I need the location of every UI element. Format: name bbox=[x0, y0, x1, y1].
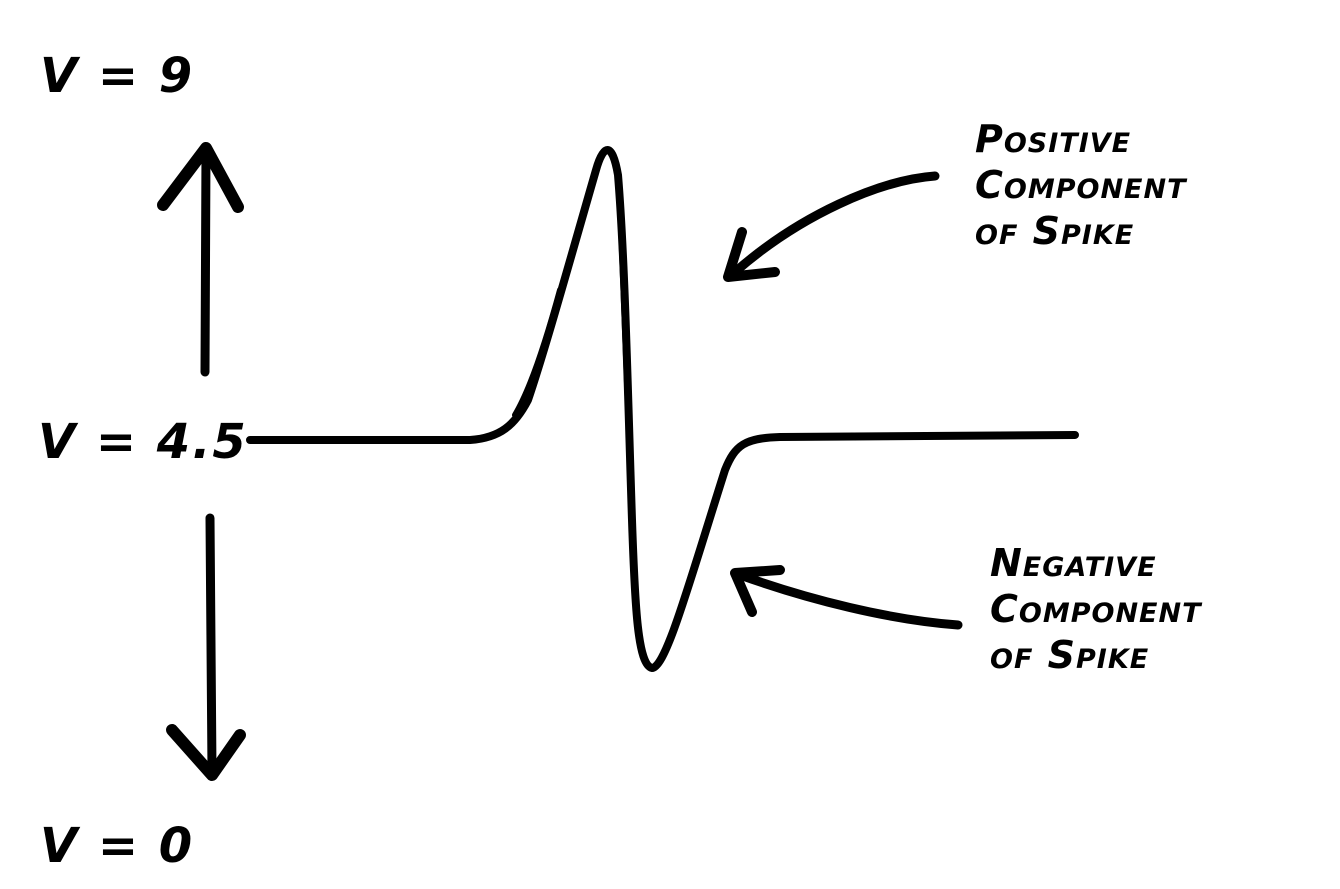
annotation-positive-line-2: Component bbox=[975, 163, 1187, 207]
spike-waveform bbox=[246, 146, 1079, 672]
spike-waveform-emphasis bbox=[512, 197, 636, 543]
label-v-baseline: V = 4.5 bbox=[38, 414, 248, 470]
annotation-negative-line-3: of Spike bbox=[990, 633, 1150, 677]
negative-pointer-arrow-icon bbox=[730, 565, 963, 630]
label-v-min: V = 0 bbox=[40, 818, 195, 874]
label-v-max: V = 9 bbox=[40, 48, 195, 104]
annotation-negative-line-2: Component bbox=[990, 587, 1202, 631]
annotation-negative-line-1: Negative bbox=[990, 541, 1157, 585]
annotation-positive-line-3: of Spike bbox=[975, 209, 1135, 253]
annotation-positive-component: Positive Component of Spike bbox=[975, 116, 1187, 254]
up-arrow-icon bbox=[157, 142, 244, 377]
positive-pointer-arrow-icon bbox=[723, 171, 940, 282]
annotation-negative-component: Negative Component of Spike bbox=[990, 540, 1202, 678]
down-arrow-icon bbox=[166, 513, 246, 781]
annotation-positive-line-1: Positive bbox=[975, 117, 1132, 161]
